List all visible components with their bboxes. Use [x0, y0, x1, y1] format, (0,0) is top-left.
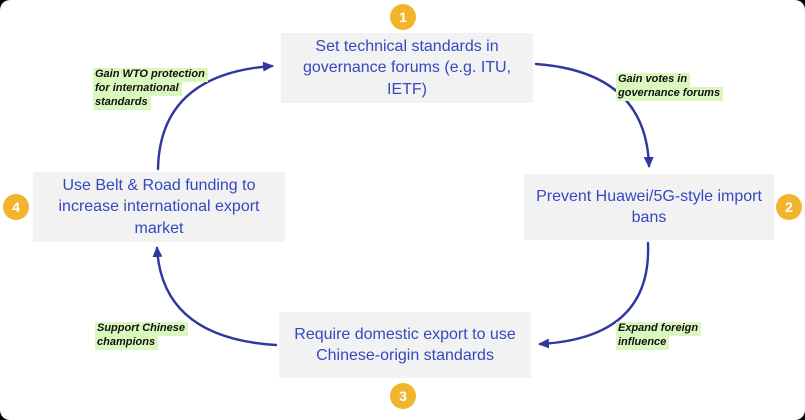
node-label: Set technical standards in governance fo… [302, 38, 512, 98]
edge-label-line: governance forums [616, 86, 724, 101]
edge-label-line: Support Chinese [95, 322, 189, 336]
node-label: Prevent Huawei/5G-style import bans [536, 187, 762, 226]
edge-label-line: champions [95, 335, 159, 350]
edge-label-line: Expand foreign [616, 322, 702, 336]
node-label: Require domestic export to use Chinese-o… [294, 325, 516, 364]
arrow-node2-to-node3 [538, 241, 650, 349]
edge-label-line: for international [93, 81, 182, 96]
arrow-node3-to-node4 [152, 246, 278, 347]
step-badge-3: 3 [390, 383, 416, 409]
edge-label-line: standards [93, 95, 151, 110]
edge-label-line: Gain votes in [616, 73, 691, 87]
edge-label-support-champions: Support Chinese champions [95, 322, 189, 350]
step-badge-2: 2 [776, 194, 802, 220]
edge-label-line: influence [616, 335, 670, 350]
arrow-node4-to-node1 [156, 61, 274, 171]
node-label: Use Belt & Road funding to increase inte… [58, 177, 260, 237]
node-set-technical-standards: Set technical standards in governance fo… [281, 33, 533, 103]
node-belt-and-road-funding: Use Belt & Road funding to increase inte… [33, 172, 285, 242]
step-badge-4: 4 [3, 194, 29, 220]
edge-label-expand-influence: Expand foreign influence [616, 322, 702, 350]
edge-label-wto-protection: Gain WTO protection for international st… [93, 68, 208, 110]
edge-label-line: Gain WTO protection [93, 68, 208, 82]
node-require-domestic-export: Require domestic export to use Chinese-o… [279, 312, 531, 378]
node-prevent-import-bans: Prevent Huawei/5G-style import bans [524, 174, 774, 240]
edge-label-gain-votes: Gain votes in governance forums [616, 73, 724, 101]
step-badge-1: 1 [390, 4, 416, 30]
